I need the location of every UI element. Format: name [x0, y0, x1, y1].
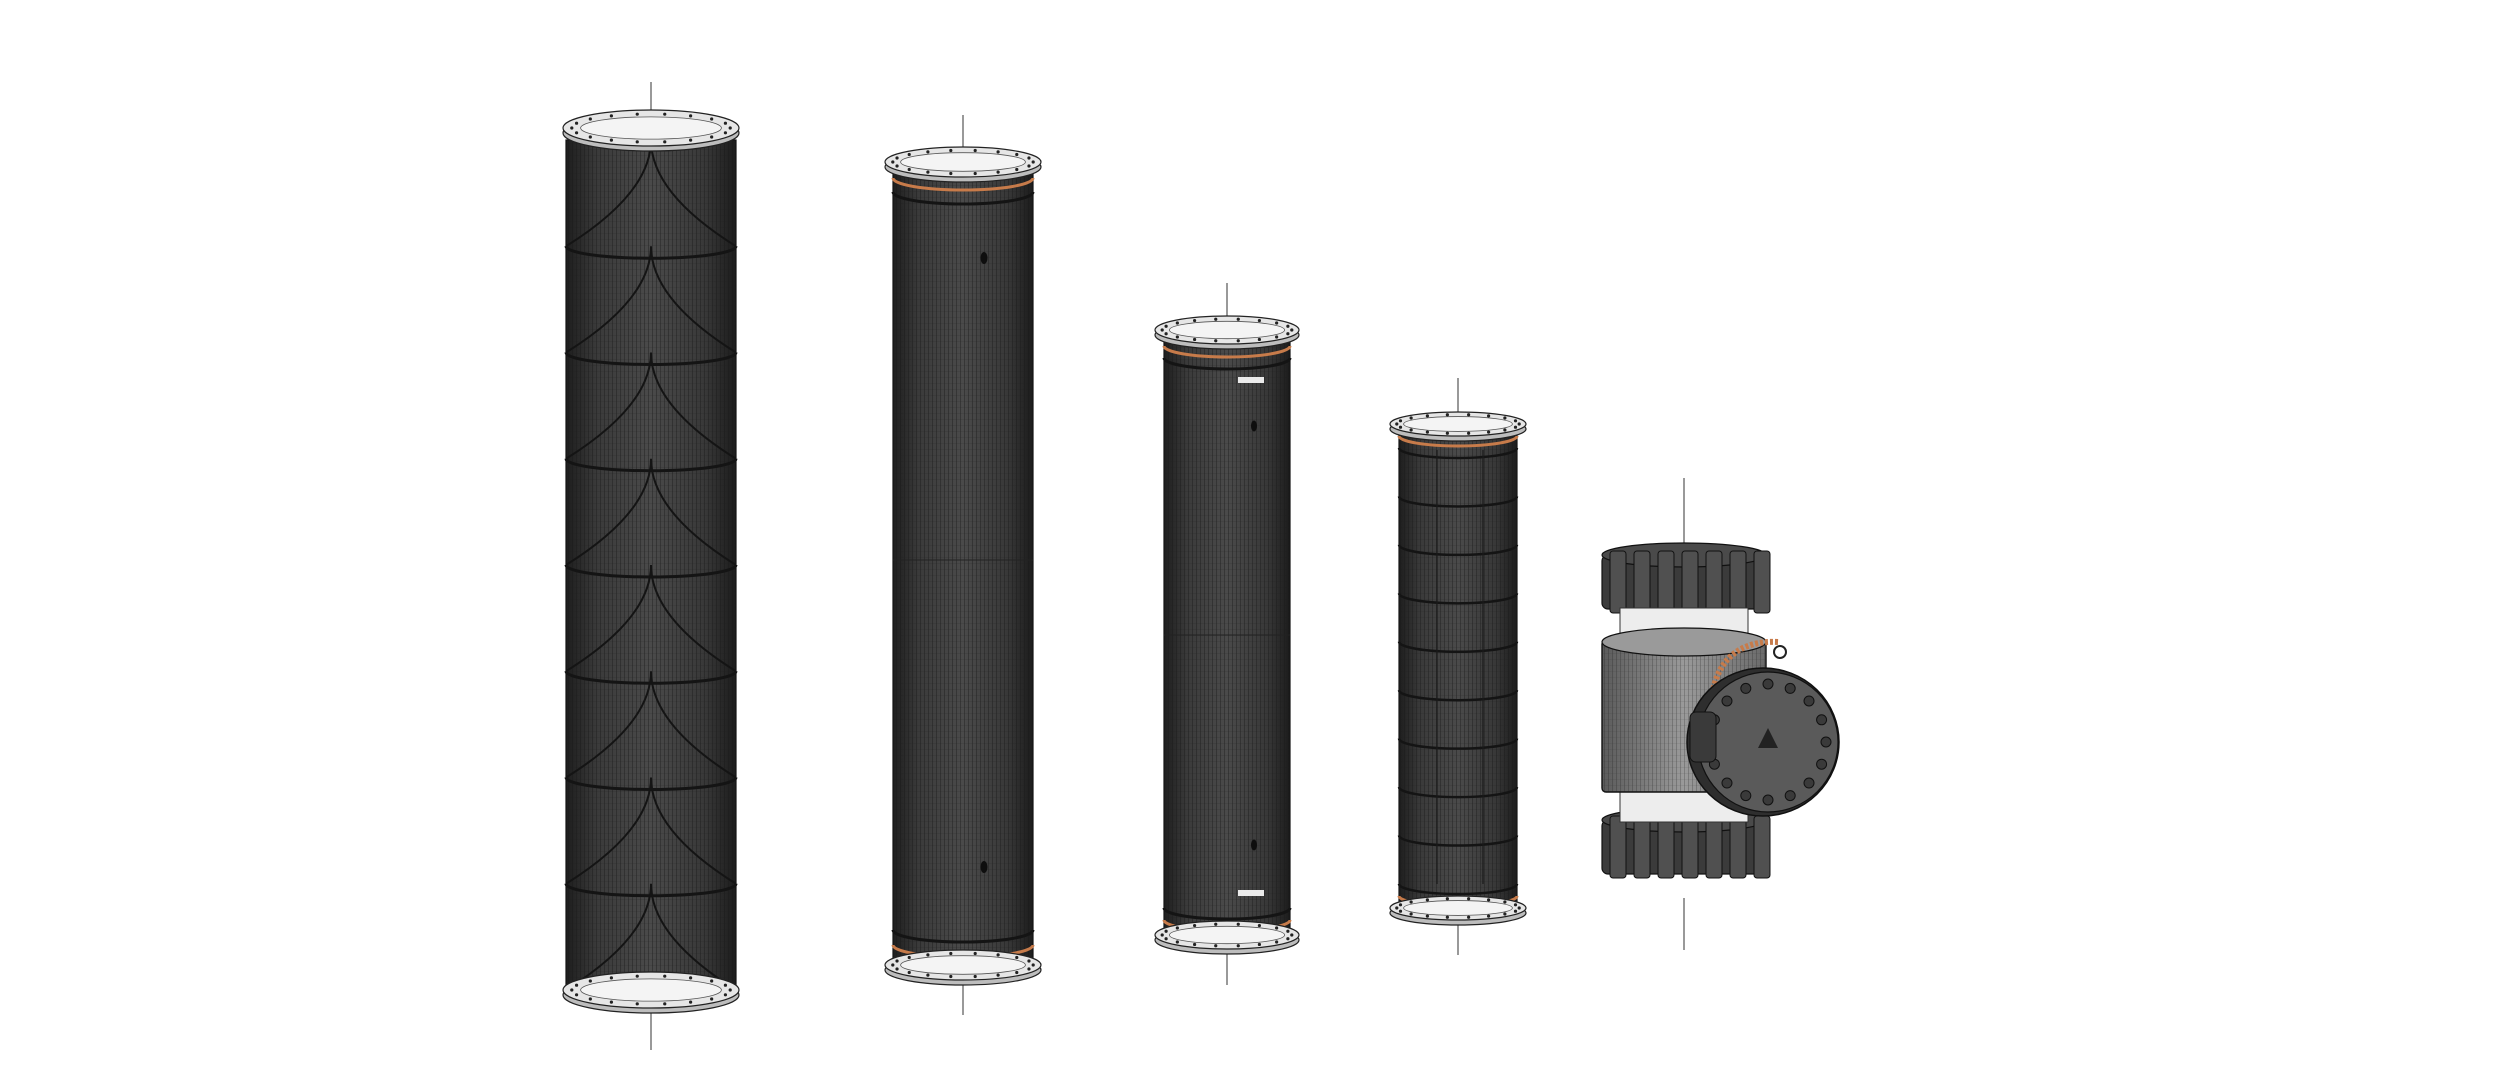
hoop-ring	[891, 929, 1035, 944]
hoop-ring	[1397, 496, 1519, 508]
brace-line	[565, 883, 737, 991]
hoop-ring	[564, 245, 738, 260]
top-flange	[1389, 411, 1527, 442]
cover-bolt	[1784, 790, 1796, 802]
hoop-ring	[1397, 689, 1519, 702]
cable-eyelet	[1773, 645, 1787, 659]
hoop-ring	[1397, 544, 1519, 557]
hoop-ring	[1397, 835, 1519, 847]
top-orange-band	[891, 177, 1035, 192]
upper-bolt-ring	[1601, 542, 1771, 614]
hoop-ring	[1162, 357, 1292, 371]
bolt-head	[1657, 815, 1675, 879]
hoop-ring	[891, 191, 1035, 206]
port-hole	[980, 252, 988, 264]
cover-bolt	[1762, 794, 1774, 806]
bolt-head	[1705, 550, 1723, 614]
hoop-ring	[1397, 592, 1519, 605]
hose-section-3	[1154, 283, 1300, 985]
cover-bolt	[1721, 777, 1733, 789]
side-boss	[1689, 711, 1717, 763]
cover-bolt	[1803, 777, 1815, 789]
cover-disc	[1686, 667, 1840, 817]
bolt-head	[1609, 815, 1627, 879]
hose-section-4	[1389, 378, 1527, 955]
bolt-head	[1729, 815, 1747, 879]
brace-line	[565, 458, 737, 566]
hose-section-2	[884, 115, 1042, 1015]
hose-ribbing	[1399, 430, 1517, 905]
port-hole	[980, 861, 988, 873]
top-orange-band	[1397, 435, 1519, 448]
hoop-ring	[564, 352, 738, 366]
brace-line	[565, 777, 737, 885]
valve-assembly	[1601, 478, 1840, 950]
bolt-head	[1633, 815, 1651, 879]
brace-line	[565, 352, 737, 460]
hose-section-1	[562, 82, 740, 1050]
bolt-head	[1753, 815, 1771, 879]
hose-ribbing	[893, 170, 1033, 960]
valve-body-top	[1601, 627, 1767, 657]
top-orange-band	[1162, 345, 1292, 359]
hoop-ring	[564, 883, 738, 898]
cover-bolt	[1762, 678, 1774, 690]
cover-bolt	[1803, 695, 1815, 707]
bottom-flange	[1389, 895, 1527, 926]
hoop-ring	[564, 458, 738, 473]
bottom-flange	[884, 949, 1042, 986]
top-flange	[884, 146, 1042, 183]
brace-line	[565, 246, 737, 354]
bottom-flange	[562, 971, 740, 1014]
bolt-head	[1633, 550, 1651, 614]
marking-label	[1238, 890, 1264, 896]
brace-line	[565, 564, 737, 673]
cover-bolt	[1740, 790, 1752, 802]
top-flange	[1154, 315, 1300, 350]
bolt-head	[1681, 815, 1699, 879]
hoop-ring	[564, 564, 738, 579]
cover-bolt	[1820, 736, 1832, 748]
cover-bolt	[1816, 758, 1828, 770]
bolt-head	[1705, 815, 1723, 879]
hoop-ring	[1397, 883, 1519, 896]
hoop-ring	[1397, 641, 1519, 654]
bolt-head	[1729, 550, 1747, 614]
cover-bolt	[1816, 714, 1828, 726]
port-hole	[1251, 839, 1257, 851]
port-hole	[1251, 420, 1257, 432]
bolt-head	[1753, 550, 1771, 614]
cover-bolt	[1721, 695, 1733, 707]
hoop-ring	[1397, 738, 1519, 750]
cover-bolt	[1784, 682, 1796, 694]
hoop-ring	[1162, 907, 1292, 921]
hoop-ring	[564, 777, 738, 791]
bolt-head	[1681, 550, 1699, 614]
bottom-flange	[1154, 920, 1300, 955]
brace-line	[565, 671, 737, 779]
hoop-ring	[1397, 786, 1519, 799]
bolt-head	[1657, 550, 1675, 614]
cover-arrow	[1758, 728, 1778, 748]
hoop-ring	[564, 670, 738, 685]
marking-label	[1238, 377, 1264, 383]
top-flange	[562, 109, 740, 152]
hoop-ring	[1397, 447, 1519, 460]
bolt-head	[1609, 550, 1627, 614]
cover-bolt	[1740, 682, 1752, 694]
